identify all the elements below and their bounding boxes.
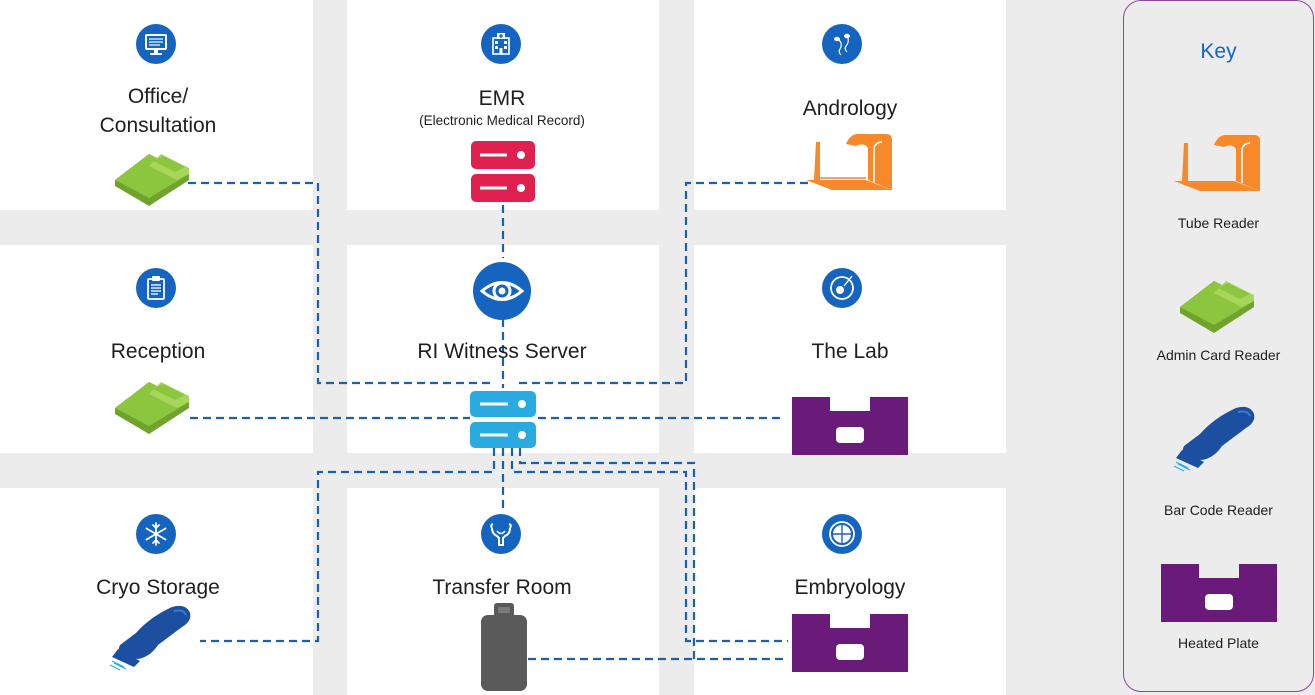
wire-andrology-server [515,181,808,385]
clipboard-icon [136,268,176,308]
microscope-slide-icon [822,268,862,308]
office-title-line2: Consultation [99,114,217,137]
andrology-tube-reader-icon [806,134,892,190]
embryology-heated-plate-icon [792,614,908,672]
hospital-icon [481,24,521,64]
wire-server-cryo [200,448,496,643]
lab-title: The Lab [811,340,889,363]
wire-office-server [188,181,493,385]
transfer-handheld-device-icon [481,603,527,691]
office-title-line1: Office/ [127,85,189,108]
wire-server-embryology-b [518,448,696,659]
key-label-heated-plate: Heated Plate [1178,635,1259,651]
reception-card-reader-icon [115,382,189,434]
emr-subtitle: (Electronic Medical Record) [419,113,585,128]
eye-icon [473,262,531,320]
emr-server-icon [471,141,535,202]
key-label-admin-card-reader: Admin Card Reader [1156,347,1281,363]
emr-title: EMR [478,87,526,110]
key-bar-code-reader-icon [1173,406,1255,472]
wire-server-embryology-a [510,448,788,643]
key-label-tube-reader: Tube Reader [1177,215,1260,231]
andrology-title: Andrology [802,97,898,120]
network-connections [188,181,808,661]
computer-monitor-icon [136,24,176,64]
lab-heated-plate-icon [792,397,908,455]
key-heated-plate-icon [1161,564,1277,622]
key-title: Key [1200,40,1237,63]
key-panel: Key Tube Reader Admin Card Reader Bar Co… [1123,0,1314,692]
snowflake-icon [136,514,176,554]
transfer-title: Transfer Room [432,576,572,599]
embryology-title: Embryology [794,576,906,599]
server-title: RI Witness Server [417,340,587,363]
uterus-icon [481,514,521,554]
key-admin-card-reader-icon [1180,281,1254,333]
reception-title: Reception [110,340,206,363]
cryo-bar-code-reader-icon [109,605,191,671]
cryo-title: Cryo Storage [96,576,220,599]
witness-server-icon [470,391,536,448]
embryo-icon [822,514,862,554]
office-card-reader-icon [115,154,189,206]
key-tube-reader-icon [1174,135,1260,191]
sperm-icon [822,24,862,64]
key-label-bar-code-reader: Bar Code Reader [1164,502,1273,518]
